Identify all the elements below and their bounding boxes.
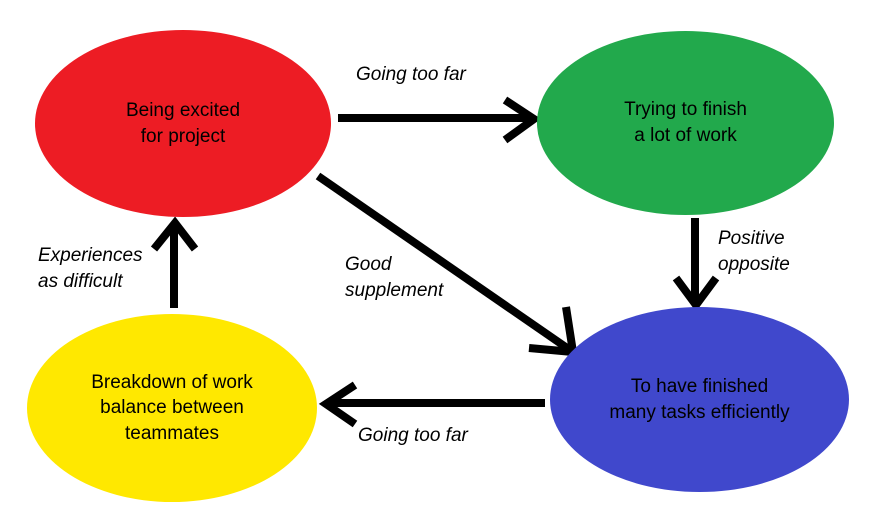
- edge-label-excited-to-efficient: Good supplement: [345, 254, 444, 301]
- arrow-breakdown-to-excited: [150, 216, 199, 308]
- node-label: Trying to finish a lot of work: [624, 99, 747, 146]
- edge-label-finish-to-efficient: Positive opposite: [718, 228, 790, 275]
- arrow-finish-to-efficient: [672, 218, 720, 312]
- node-to-have-finished-many-tasks-efficiently[interactable]: To have finished many tasks efficiently: [550, 307, 849, 492]
- node-label: Being excited for project: [125, 99, 241, 147]
- edge-label-efficient-to-breakdown: Going too far: [358, 425, 468, 446]
- node-trying-to-finish-a-lot-of-work[interactable]: Trying to finish a lot of work: [537, 31, 834, 215]
- edge-label-excited-to-finish: Going too far: [356, 64, 466, 85]
- node-breakdown-of-work-balance-between-teammates[interactable]: Breakdown of work balance between teamma…: [27, 314, 317, 502]
- edge-label-breakdown-to-excited: Experiences as difficult: [38, 245, 143, 292]
- node-being-excited-for-project[interactable]: Being excited for project: [35, 30, 331, 217]
- arrow-efficient-to-breakdown: [318, 381, 545, 428]
- node-label: To have finished many tasks efficiently: [609, 375, 790, 423]
- node-label: Breakdown of work balance between teamma…: [91, 371, 253, 444]
- arrow-excited-to-finish: [338, 96, 542, 144]
